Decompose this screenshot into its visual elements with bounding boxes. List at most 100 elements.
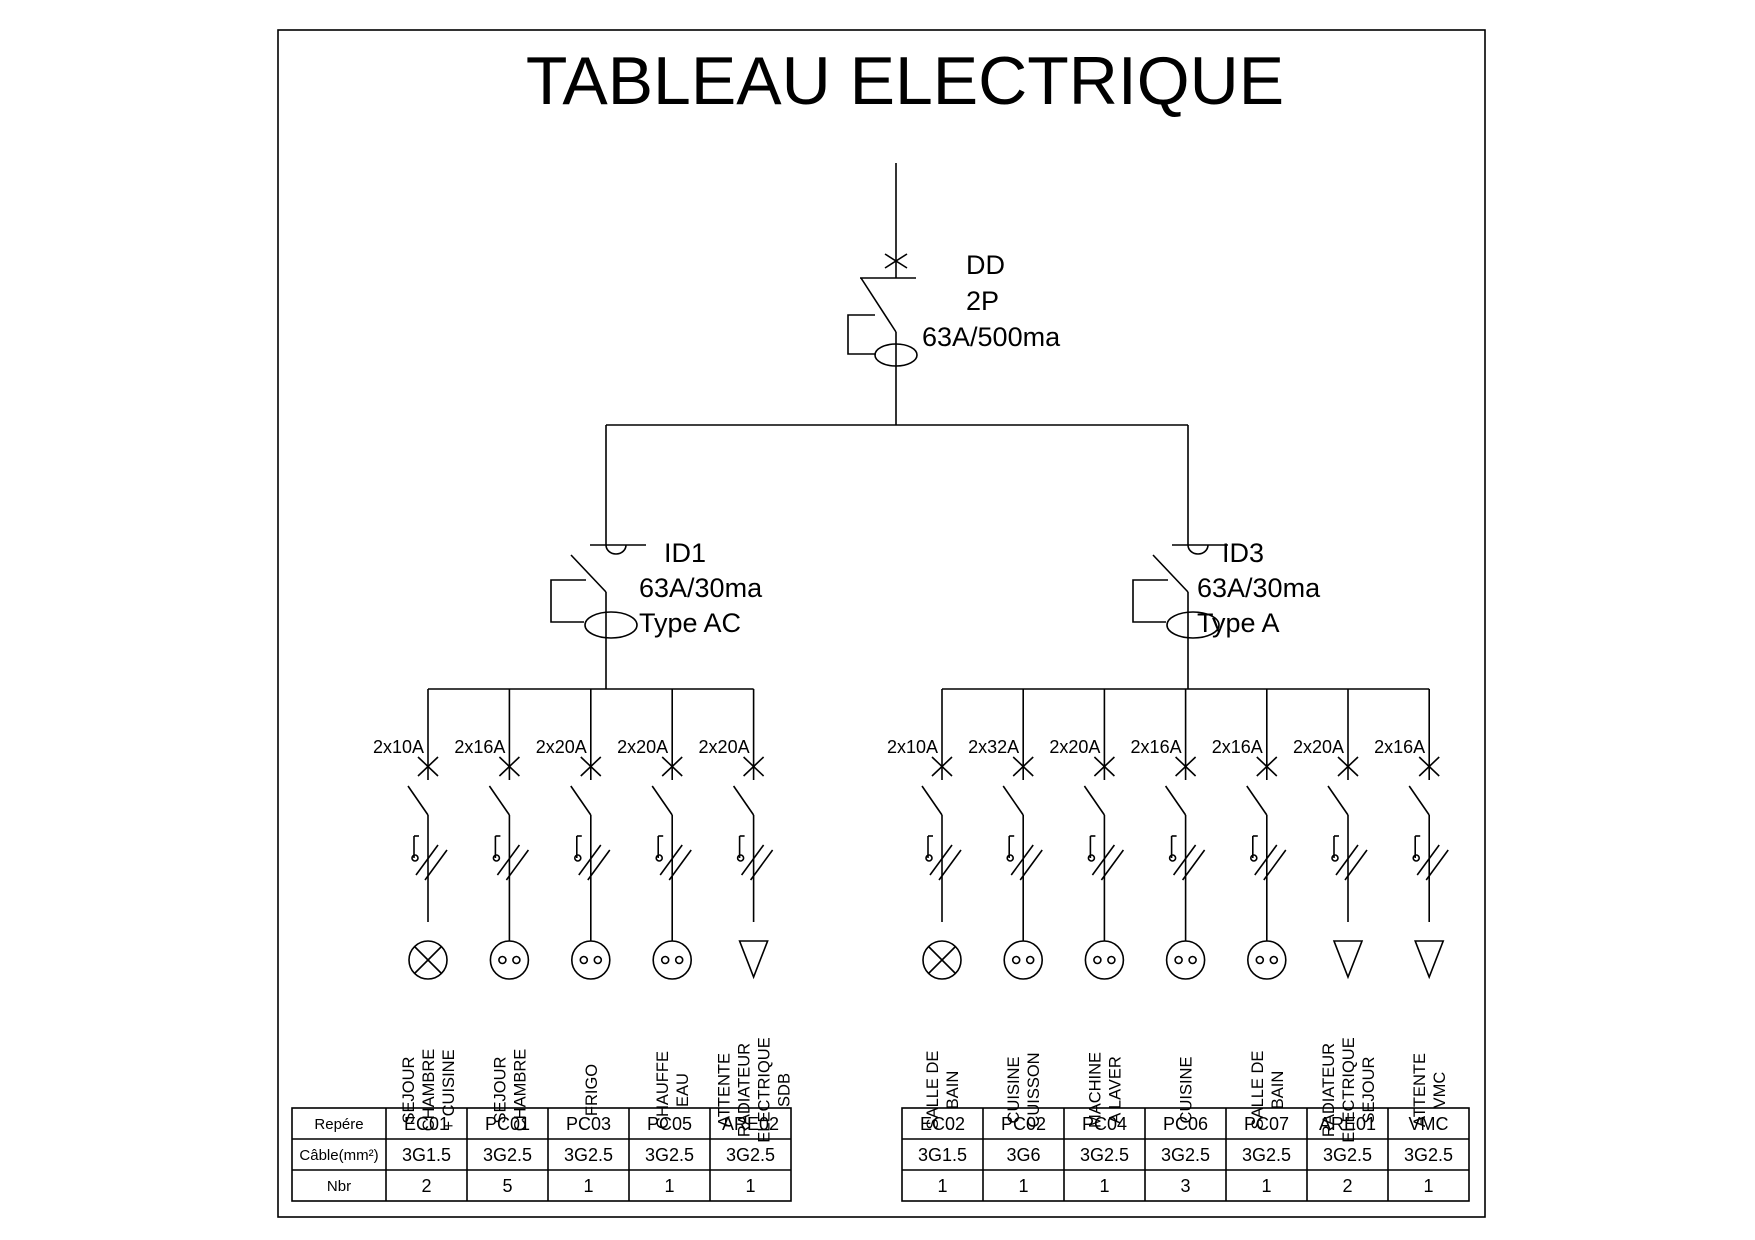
table-header-nbr: Nbr bbox=[327, 1178, 351, 1195]
breaker-rating: 2x16A bbox=[454, 737, 505, 757]
table-cell-repere: PC02 bbox=[1001, 1114, 1046, 1134]
table-cell-nbr: 3 bbox=[1180, 1176, 1190, 1196]
main-breaker-label-1: DD bbox=[966, 250, 1005, 280]
rcd-1-label-3: Type AC bbox=[639, 608, 741, 638]
rcd-1-label-2: 63A/30ma bbox=[639, 573, 763, 603]
circuit-label-line: CHAUFFE bbox=[654, 1051, 672, 1129]
table-header-repere: Repére bbox=[314, 1116, 363, 1133]
table-cell-cable: 3G2.5 bbox=[645, 1145, 694, 1165]
table-cell-cable: 3G2.5 bbox=[483, 1145, 532, 1165]
main-breaker-label-2: 2P bbox=[966, 286, 999, 316]
table-cell-cable: 3G2.5 bbox=[1323, 1145, 1372, 1165]
circuit-pc03: 2x20A FRIGO bbox=[536, 689, 611, 1116]
main-breaker-label-3: 63A/500ma bbox=[922, 322, 1061, 352]
breaker-rating: 2x16A bbox=[1212, 737, 1263, 757]
table-cell-cable: 3G2.5 bbox=[726, 1145, 775, 1165]
table-cell-cable: 3G1.5 bbox=[402, 1145, 451, 1165]
table-cell-cable: 3G2.5 bbox=[1161, 1145, 1210, 1165]
table-cell-cable: 3G1.5 bbox=[918, 1145, 967, 1165]
socket-icon bbox=[1084, 940, 1125, 980]
light-icon bbox=[408, 940, 448, 980]
table-cell-cable: 3G6 bbox=[1006, 1145, 1040, 1165]
breaker-rating: 2x10A bbox=[373, 737, 424, 757]
table-cell-cable: 3G2.5 bbox=[564, 1145, 613, 1165]
table-cell-cable: 3G2.5 bbox=[1404, 1145, 1453, 1165]
table-cell-nbr: 5 bbox=[502, 1176, 512, 1196]
socket-icon bbox=[1247, 940, 1287, 980]
table-cell-cable: 3G2.5 bbox=[1242, 1145, 1291, 1165]
table-cell-nbr: 2 bbox=[1342, 1176, 1352, 1196]
table-cell-repere: PC06 bbox=[1163, 1114, 1208, 1134]
circuit-label-line: VMC bbox=[1431, 1072, 1449, 1109]
circuit-label-line: A LAVER bbox=[1106, 1056, 1124, 1124]
circuit-label-line: BAIN bbox=[944, 1071, 962, 1110]
table-cell-repere: PC03 bbox=[566, 1114, 611, 1134]
output-terminal-icon bbox=[1414, 940, 1445, 980]
output-terminal-icon bbox=[1332, 940, 1364, 980]
circuit-label-line: SEJOUR bbox=[1360, 1056, 1378, 1123]
rcd-1-label-1: ID1 bbox=[664, 538, 706, 568]
table-cell-repere: EC02 bbox=[920, 1114, 965, 1134]
table-cell-repere: PC04 bbox=[1082, 1114, 1127, 1134]
rcd-2-label-1: ID3 bbox=[1222, 538, 1264, 568]
table-cell-cable: 3G2.5 bbox=[1080, 1145, 1129, 1165]
breaker-rating: 2x16A bbox=[1131, 737, 1182, 757]
table-cell-nbr: 1 bbox=[1261, 1176, 1271, 1196]
table-cell-nbr: 1 bbox=[664, 1176, 674, 1196]
socket-icon bbox=[1003, 940, 1044, 980]
circuit-label-line: ELECTRIQUE bbox=[1340, 1037, 1358, 1142]
rcd-2-label-3: Type A bbox=[1197, 608, 1280, 638]
table-cell-repere: ARE02 bbox=[722, 1114, 779, 1134]
circuit-label-line: SEJOUR bbox=[491, 1056, 509, 1123]
breaker-rating: 2x20A bbox=[617, 737, 668, 757]
socket-icon bbox=[652, 940, 693, 980]
circuit-label-line: ELECTRIQUE bbox=[756, 1037, 774, 1142]
breaker-rating: 2x20A bbox=[536, 737, 587, 757]
breaker-rating: 2x32A bbox=[968, 737, 1019, 757]
circuit-label-line: CHAMBRE bbox=[420, 1049, 438, 1132]
table-cell-repere: EC01 bbox=[404, 1114, 449, 1134]
breaker-rating: 2x20A bbox=[1293, 737, 1344, 757]
table-cell-repere: ARE01 bbox=[1319, 1114, 1376, 1134]
output-terminal-icon bbox=[738, 940, 769, 980]
page-title: TABLEAU ELECTRIQUE bbox=[526, 43, 1284, 119]
circuit-label: FRIGO bbox=[583, 1064, 601, 1116]
circuit-label-line: SDB bbox=[776, 1073, 794, 1107]
circuit-table-1: RepéreCâble(mm²)NbrEC013G1.52PC013G2.55P… bbox=[291, 1107, 792, 1202]
circuit-label-line: FRIGO bbox=[583, 1064, 601, 1116]
table-cell-repere: VMC bbox=[1409, 1114, 1449, 1134]
circuit-table-2: EC023G1.51PC023G61PC043G2.51PC063G2.53PC… bbox=[901, 1107, 1470, 1202]
table-cell-nbr: 1 bbox=[937, 1176, 947, 1196]
circuit-label-line: CHAMBRE bbox=[511, 1049, 529, 1132]
table-cell-nbr: 2 bbox=[421, 1176, 431, 1196]
circuit-label-line: + CUISINE bbox=[440, 1049, 458, 1130]
table-cell-nbr: 1 bbox=[745, 1176, 755, 1196]
socket-icon bbox=[489, 940, 530, 980]
light-icon bbox=[922, 940, 962, 980]
breaker-rating: 2x20A bbox=[699, 737, 750, 757]
rcd-2-label-2: 63A/30ma bbox=[1197, 573, 1321, 603]
breaker-rating: 2x16A bbox=[1374, 737, 1425, 757]
circuit-label-line: MACHINE bbox=[1086, 1052, 1104, 1128]
circuit-label-line: BAIN bbox=[1269, 1071, 1287, 1110]
circuit-label-line: RADIATEUR bbox=[736, 1043, 754, 1137]
circuit-label-line: CUISINE bbox=[1005, 1057, 1023, 1124]
